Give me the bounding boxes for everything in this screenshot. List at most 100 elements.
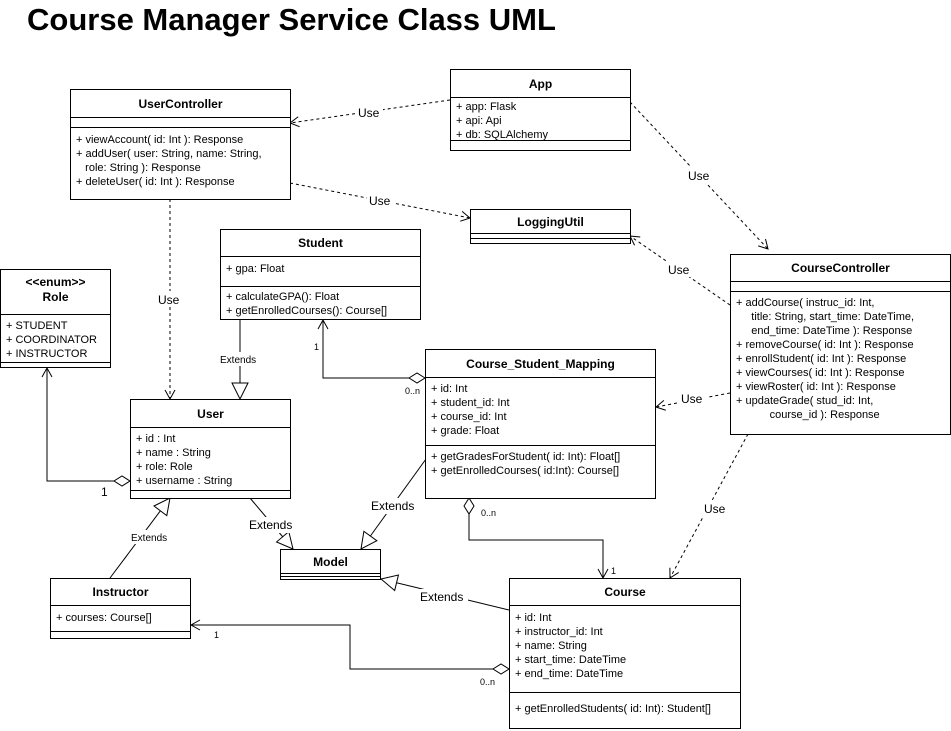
class-app[interactable]: App + app: Flask+ api: Api+ db: SQLAlche… (450, 69, 631, 151)
class-attribute: + grade: Float (431, 425, 500, 437)
class-name: Course_Student_Mapping (426, 350, 655, 378)
enum-literal: + COORDINATOR (6, 334, 97, 346)
class-student[interactable]: Student + gpa: Float + calculateGPA(): F… (220, 229, 421, 320)
class-attributes: + id : Int + name : String + role: Role + u… (131, 428, 290, 491)
class-methods: + addCourse( instruc_id: Int, title: Str… (731, 292, 950, 425)
edge-mapping-course-aggregation (468, 498, 609, 580)
edge-course-instructor-aggregation (189, 619, 509, 670)
class-name: CourseController (731, 255, 950, 282)
label-extends-course: Extends (420, 590, 463, 604)
class-course[interactable]: Course + id: Int+ instructor_id: Int+ na… (509, 578, 741, 729)
class-attribute: + start_time: DateTime (515, 654, 627, 666)
label-mult-course-from-mapping: 1 (611, 566, 616, 576)
class-loggingutil[interactable]: LoggingUtil (470, 209, 631, 244)
enum-literal: + INSTRUCTOR (6, 348, 88, 360)
class-methods (51, 632, 190, 638)
label-use-usercontroller-logging: Use (369, 194, 391, 208)
class-usercontroller[interactable]: UserController + viewAccount( id: Int ):… (70, 89, 291, 200)
label-use-coursecontroller-course: Use (704, 502, 726, 516)
class-method: + calculateGPA(): Float (226, 291, 340, 303)
class-attributes (731, 282, 950, 292)
class-methods: + viewAccount( id: Int ): Response + addU… (71, 128, 290, 192)
class-methods (131, 491, 290, 498)
class-attributes (281, 574, 380, 577)
class-course-student-mapping[interactable]: Course_Student_Mapping + id: Int + studen… (425, 349, 656, 499)
class-method: + viewAccount( id: Int ): Response (76, 134, 244, 146)
label-mult-mapping-course: 0..n (481, 508, 496, 518)
class-attribute: + role: Role (136, 461, 193, 473)
edge-mapping-student-aggregation (317, 318, 425, 379)
class-method: + viewRoster( id: Int ): Response (736, 381, 896, 393)
class-coursecontroller[interactable]: CourseController + addCourse( instruc_id… (730, 254, 951, 435)
class-attribute: + name: String (515, 640, 587, 652)
class-attribute: + end_time: DateTime (515, 668, 624, 680)
class-attribute: + name : String (136, 447, 211, 459)
class-name-block: <<enum>> Role (1, 270, 110, 315)
class-name: LoggingUtil (471, 210, 630, 234)
class-attribute: + course_id: Int (431, 411, 507, 423)
class-attributes (471, 234, 630, 239)
class-attribute: + db: SQLAlchemy (456, 129, 549, 141)
class-method: + getEnrolledCourses( id:Int): Course[] (431, 465, 620, 477)
label-extends-instructor: Extends (131, 533, 167, 544)
class-method: + getEnrolledCourses(): Course[] (226, 305, 388, 317)
label-mult-course-instructor: 0..n (480, 677, 495, 687)
class-instructor[interactable]: Instructor + courses: Course[] (50, 578, 191, 639)
label-use-coursecontroller-mapping: Use (681, 392, 703, 406)
label-extends-student: Extends (220, 355, 256, 366)
class-attributes: + id: Int+ instructor_id: Int+ name: Str… (510, 606, 740, 693)
class-method: end_time: DateTime ): Response (736, 325, 913, 337)
edge-app-coursecontroller (629, 101, 769, 250)
class-attributes: + gpa: Float (221, 257, 420, 287)
label-use-usercontroller-user: Use (158, 293, 180, 307)
class-methods (471, 239, 630, 243)
class-attributes: + app: Flask+ api: Api+ db: SQLAlchemy (451, 98, 630, 141)
class-methods (281, 577, 380, 579)
class-attributes: + STUDENT + COORDINATOR + INSTRUCTOR (1, 315, 110, 363)
class-name: Instructor (51, 579, 190, 606)
class-method: title: String, start_time: DateTime, (736, 311, 915, 323)
label-mult-user-role: 1 (101, 485, 108, 499)
label-use-app-usercontroller: Use (358, 106, 380, 120)
class-attribute: + student_id: Int (431, 397, 510, 409)
class-role-enum[interactable]: <<enum>> Role + STUDENT + COORDINATOR + IN… (0, 269, 111, 368)
class-method: + getEnrolledStudents( id: Int): Student… (515, 703, 711, 715)
class-name: UserController (71, 90, 290, 118)
class-attribute: + courses: Course[] (56, 612, 152, 624)
class-attribute: + id: Int (431, 383, 468, 395)
diagram-title: Course Manager Service Class UML (27, 2, 556, 37)
class-methods: + getEnrolledStudents( id: Int): Student… (510, 693, 740, 719)
class-name: Student (221, 230, 420, 257)
enum-literal: + STUDENT (6, 320, 68, 332)
enum-stereotype: <<enum>> (25, 275, 86, 289)
class-method: + deleteUser( id: Int ): Response (76, 176, 235, 188)
class-methods (451, 141, 630, 150)
class-method: + enrollStudent( id: Int ): Response (736, 353, 907, 365)
class-methods: + getGradesForStudent( id: Int): Float[]… (426, 446, 655, 481)
class-method: + addCourse( instruc_id: Int, (736, 297, 875, 309)
label-extends-mapping: Extends (371, 499, 414, 513)
class-method: + getGradesForStudent( id: Int): Float[] (431, 451, 621, 463)
class-attribute: + instructor_id: Int (515, 626, 603, 638)
class-attribute: + api: Api (456, 115, 502, 127)
edge-user-role-aggregation (41, 366, 130, 482)
label-extends-user: Extends (249, 518, 292, 532)
label-use-coursecontroller-logging: Use (668, 263, 690, 277)
class-attributes: + courses: Course[] (51, 606, 190, 632)
class-name: Model (281, 550, 380, 574)
label-mult-instructor: 1 (214, 630, 219, 640)
label-use-app-coursecontroller: Use (688, 169, 710, 183)
class-attribute: + username : String (136, 475, 233, 487)
class-name: User (131, 400, 290, 428)
class-attribute: + id : Int (136, 433, 176, 445)
class-methods (1, 363, 110, 367)
class-attributes (71, 118, 290, 128)
class-method: + removeCourse( id: Int ): Response (736, 339, 914, 351)
class-method: + addUser( user: String, name: String, (76, 148, 262, 160)
class-method: course_id ): Response (736, 409, 880, 421)
class-name: Course (510, 579, 740, 606)
class-attribute: + gpa: Float (226, 263, 285, 275)
class-model[interactable]: Model (280, 549, 381, 580)
class-method: role: String ): Response (76, 162, 201, 174)
class-user[interactable]: User + id : Int + name : String + role: Ro… (130, 399, 291, 499)
